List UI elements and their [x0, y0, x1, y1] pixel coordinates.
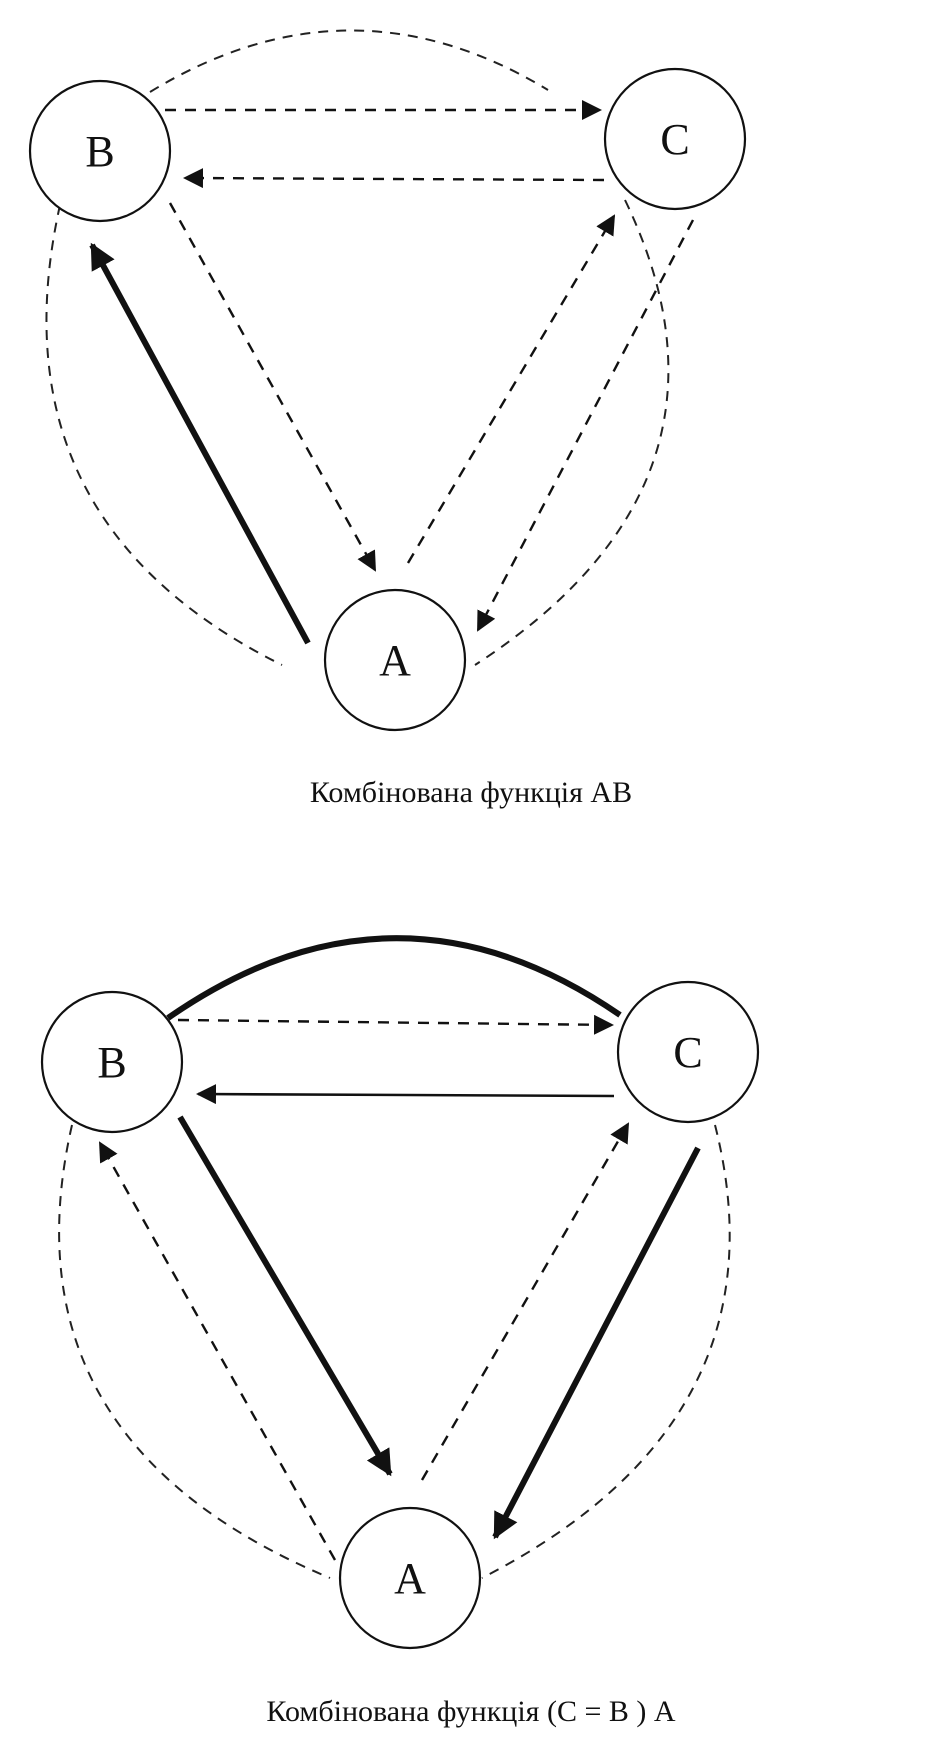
edge-a-to-c [406, 214, 616, 564]
node-a: A [323, 588, 467, 732]
ring-arc-right [481, 1124, 731, 1579]
edge-b-to-a [168, 202, 377, 572]
node-b-label: B [85, 127, 114, 176]
edge-a-to-b [98, 1141, 337, 1561]
ring-arc-left [58, 1124, 331, 1579]
edge-c-to-a-solid [492, 1146, 701, 1540]
diagram-1: B C A [28, 29, 747, 732]
node-c: C [603, 67, 747, 211]
ring-arc-top [149, 29, 549, 93]
diagram-2: B C A [40, 935, 760, 1650]
node-b: B [28, 79, 172, 223]
diagram-1-caption: Комбінована функція АВ [309, 776, 633, 809]
node-a-label: A [379, 636, 411, 685]
edge-b-to-a-solid [177, 1115, 393, 1477]
diagram-2-caption: Комбінована функція (С = В ) А [266, 1695, 676, 1728]
edge-b-c-solid-arc [166, 935, 622, 1021]
edge-b-to-c [177, 1014, 614, 1035]
node-b: B [40, 990, 184, 1134]
ring-arc-left [45, 204, 283, 666]
edge-a-to-b-solid [89, 242, 311, 645]
node-c-label: C [660, 115, 689, 164]
ring-arc-right [474, 199, 670, 666]
node-a-label: A [394, 1554, 426, 1603]
node-c-label: C [673, 1028, 702, 1077]
edge-c-to-b-solid [196, 1084, 615, 1105]
node-b-label: B [97, 1038, 126, 1087]
edge-a-to-c [420, 1122, 630, 1481]
edge-c-to-a [476, 219, 695, 632]
node-a: A [338, 1506, 482, 1650]
node-c: C [616, 980, 760, 1124]
edge-c-to-b [183, 168, 605, 189]
